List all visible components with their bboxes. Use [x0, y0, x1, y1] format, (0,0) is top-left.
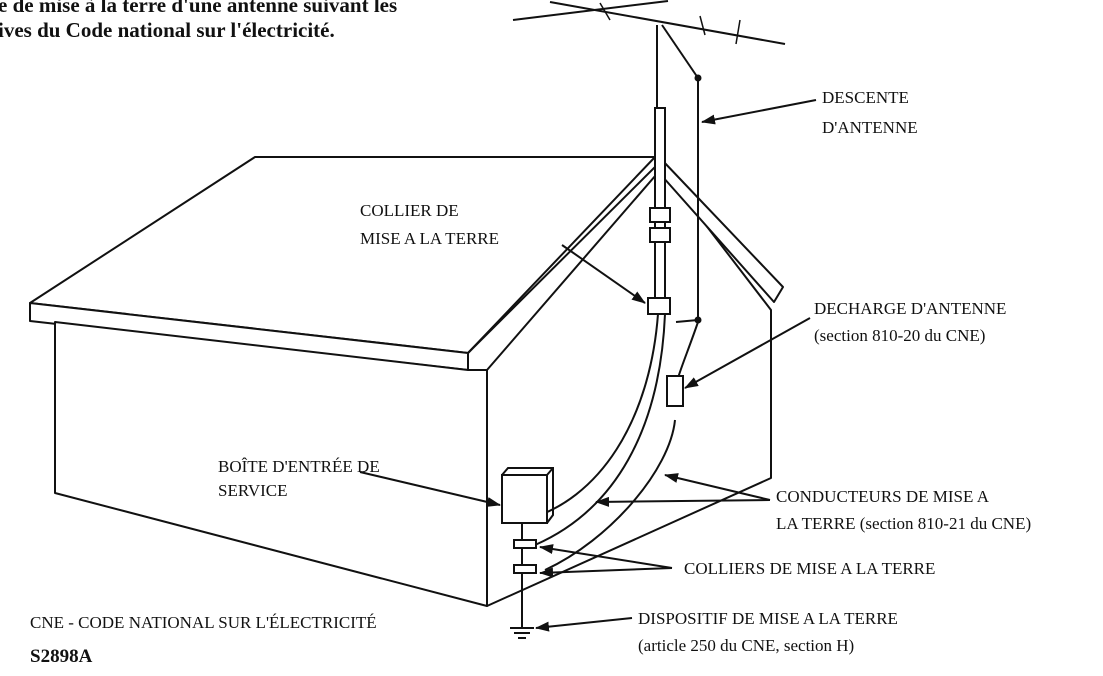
label-conducteurs-line-2: LA TERRE (section 810-21 du CNE): [776, 514, 1032, 533]
antenna-mast: [512, 0, 786, 324]
label-collier-line-2: MISE A LA TERRE: [360, 229, 500, 248]
label-conducteurs-line-1: CONDUCTEURS DE MISE A: [776, 487, 989, 506]
house-side-wall: [54, 321, 488, 607]
arrow-boite: [359, 471, 501, 507]
label-dispositif-line-2: (article 250 du CNE, section H): [638, 636, 855, 655]
arrow-colliers-1: [539, 544, 673, 569]
arrow-conducteurs-1: [595, 496, 771, 507]
arrow-colliers-2: [539, 567, 673, 578]
label-boite-line-2: SERVICE: [218, 481, 288, 500]
label-boite-line-1: BOÎTE D'ENTRÉE DE: [218, 457, 380, 476]
label-descente-line-1: DESCENTE: [822, 88, 909, 107]
arrow-dispositif: [535, 617, 633, 632]
label-decharge-line-1: DECHARGE D'ANTENNE: [814, 299, 1007, 318]
house-drawing: [29, 156, 784, 607]
label-descente-line-2: D'ANTENNE: [822, 118, 918, 137]
callout-arrows: [359, 99, 817, 632]
arrow-conducteurs-2: [664, 473, 771, 501]
header-line-2: ives du Code national sur l'électricité.: [0, 18, 335, 42]
figure-code: S2898A: [30, 646, 93, 667]
arrow-descente: [701, 99, 817, 125]
arrow-collier: [561, 244, 646, 304]
label-decharge-line-2: (section 810-20 du CNE): [814, 326, 986, 345]
label-colliers: COLLIERS DE MISE A LA TERRE: [684, 559, 936, 578]
label-dispositif-line-1: DISPOSITIF DE MISE A LA TERRE: [638, 609, 898, 628]
label-cne: CNE - CODE NATIONAL SUR L'ÉLECTRICITÉ: [30, 613, 377, 632]
arrow-decharge: [684, 317, 811, 389]
grounding-conductors: [501, 313, 699, 639]
label-collier-line-1: COLLIER DE: [360, 201, 459, 220]
header-line-1: e de mise à la terre d'une antenne suiva…: [0, 0, 398, 17]
